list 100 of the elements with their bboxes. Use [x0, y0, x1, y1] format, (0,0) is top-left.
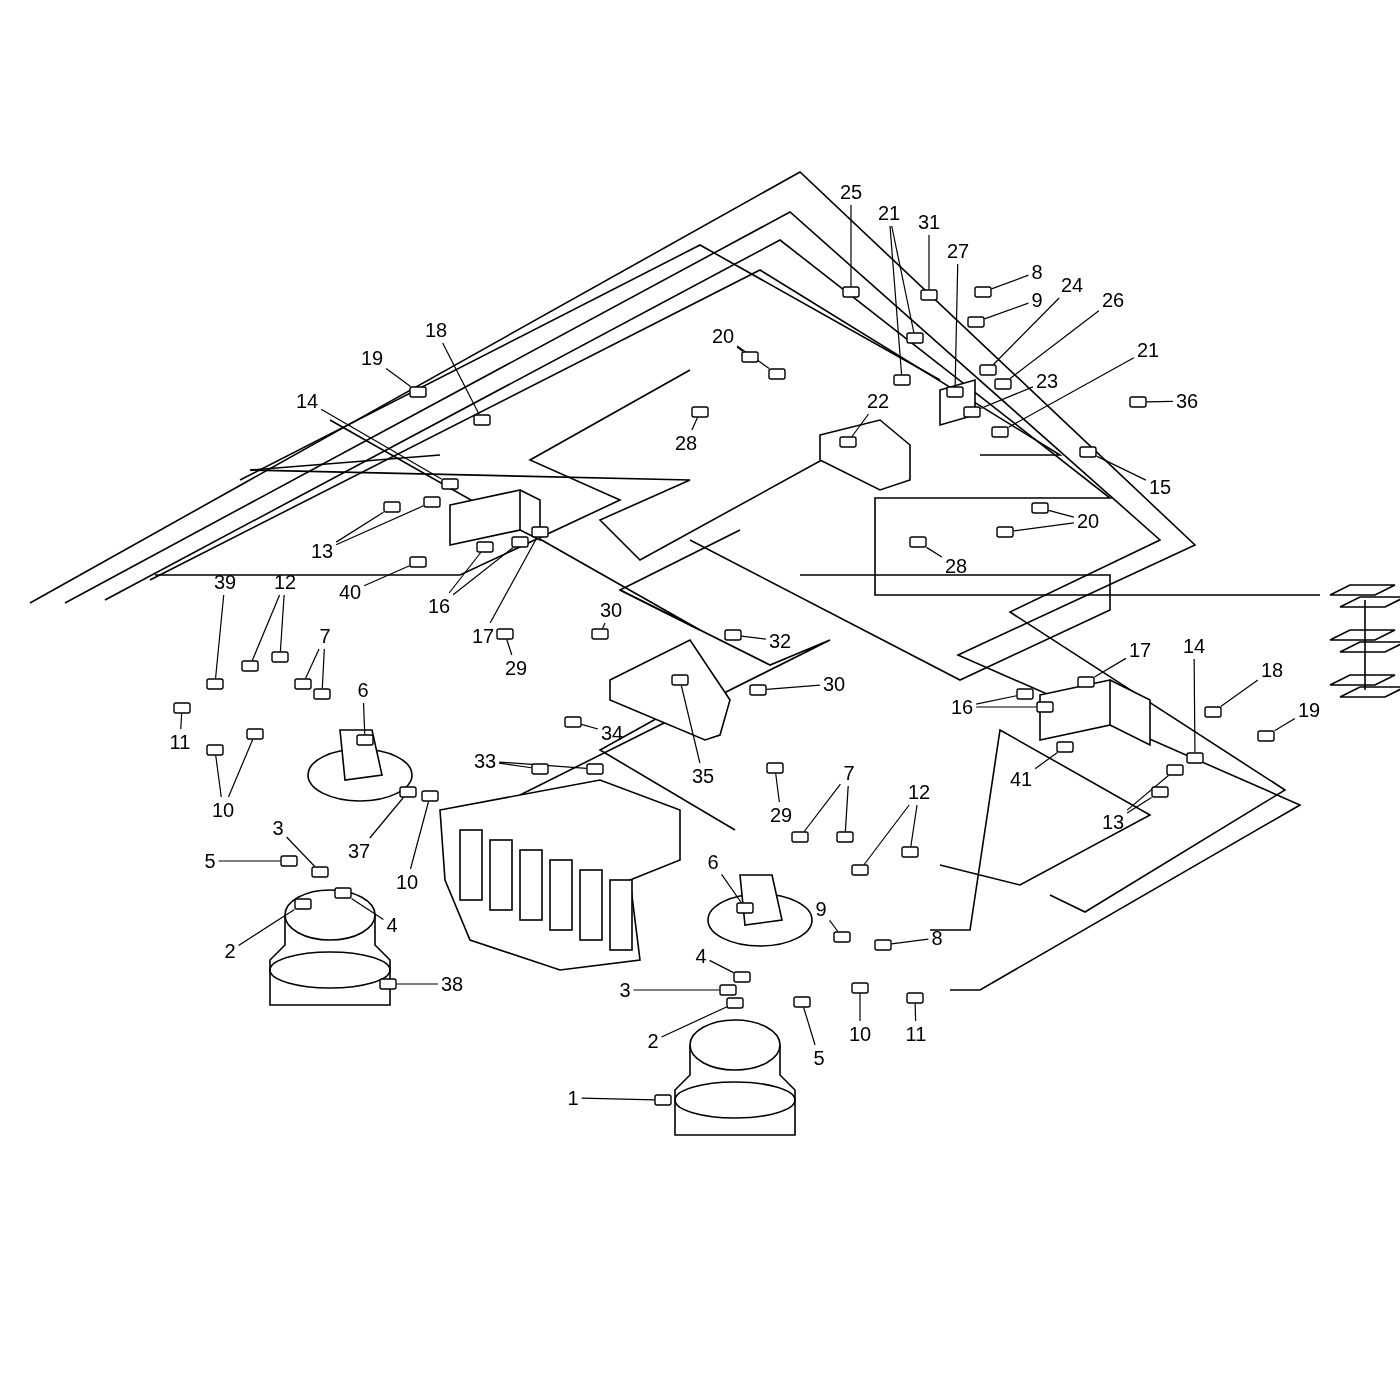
callout-number: 30 — [821, 673, 847, 695]
leader-line — [925, 546, 943, 558]
hydraulic-fitting — [991, 426, 1009, 438]
leader-line — [691, 416, 699, 431]
leader-line — [1047, 509, 1075, 518]
leader-line — [385, 367, 412, 388]
leader-line — [227, 738, 254, 798]
hydraulic-fitting — [1129, 396, 1147, 408]
callout-number: 22 — [865, 390, 891, 412]
leader-line — [335, 505, 425, 546]
leader-line — [498, 761, 588, 769]
callout-number: 20 — [1075, 510, 1101, 532]
callout-number: 18 — [1259, 659, 1285, 681]
leader-line — [1093, 657, 1127, 678]
leader-line — [395, 983, 439, 985]
hydraulic-fitting — [421, 790, 439, 802]
callout-number: 37 — [346, 840, 372, 862]
hydraulic-fitting — [654, 1094, 672, 1106]
leader-line — [844, 785, 849, 833]
leader-line — [975, 706, 1038, 708]
hydraulic-fitting — [313, 688, 331, 700]
leader-line — [279, 594, 285, 653]
leader-line — [851, 413, 870, 438]
hydraulic-fitting — [979, 364, 997, 376]
hydraulic-fitting — [1204, 706, 1222, 718]
hydraulic-fitting — [909, 536, 927, 548]
hydraulic-fitting — [833, 931, 851, 943]
leader-line — [680, 684, 701, 764]
hydraulic-fitting — [719, 984, 737, 996]
callout-number: 19 — [1296, 699, 1322, 721]
leader-line — [928, 234, 930, 291]
leader-line — [498, 762, 533, 769]
leader-line — [285, 836, 316, 868]
hydraulic-fitting — [874, 939, 892, 951]
leader-line — [580, 723, 599, 730]
callout-number: 31 — [916, 211, 942, 233]
leader-line — [350, 897, 385, 920]
leader-line — [990, 274, 1030, 290]
leader-line — [1193, 658, 1196, 754]
callout-number: 9 — [814, 898, 828, 920]
leader-line — [601, 622, 606, 630]
leader-line — [850, 204, 852, 288]
hydraulic-fitting — [793, 996, 811, 1008]
hydraulic-fitting — [409, 386, 427, 398]
hydraulic-fitting — [691, 406, 709, 418]
hydraulic-fitting — [1036, 701, 1054, 713]
leader-line — [321, 648, 325, 690]
callout-number: 17 — [1127, 639, 1153, 661]
callout-number: 8 — [1030, 261, 1044, 283]
hydraulic-fitting — [1016, 688, 1034, 700]
callout-number: 32 — [767, 630, 793, 652]
hydraulic-fitting — [241, 660, 259, 672]
hydraulic-fitting — [1257, 730, 1275, 742]
callout-number: 21 — [876, 202, 902, 224]
callout-number: 16 — [949, 696, 975, 718]
hydraulic-fitting — [1056, 741, 1074, 753]
callout-number: 38 — [439, 973, 465, 995]
callout-number: 39 — [212, 571, 238, 593]
leader-line — [1034, 751, 1059, 770]
hydraulic-fitting — [531, 526, 549, 538]
callout-number: 29 — [503, 657, 529, 679]
leader-line — [803, 783, 842, 833]
leader-line — [720, 873, 742, 904]
hydraulic-fitting — [586, 763, 604, 775]
leader-line — [979, 386, 1034, 410]
leader-line — [215, 754, 222, 798]
callout-number: 11 — [904, 1023, 928, 1045]
hydraulic-fitting — [967, 316, 985, 328]
callout-number: 7 — [842, 762, 856, 784]
callout-number: 19 — [359, 347, 385, 369]
hydraulic-fitting — [946, 386, 964, 398]
hydraulic-fitting — [399, 786, 417, 798]
callout-number: 12 — [272, 571, 298, 593]
hydraulic-fitting — [749, 684, 767, 696]
callout-number: 17 — [470, 625, 496, 647]
hydraulic-fitting — [741, 351, 759, 363]
leader-line — [369, 796, 405, 839]
callout-number: 14 — [1181, 635, 1207, 657]
hydraulic-fitting — [974, 286, 992, 298]
leader-line — [660, 1006, 728, 1038]
callout-number: 5 — [812, 1047, 826, 1069]
hydraulic-fitting — [1151, 786, 1169, 798]
callout-number: 27 — [945, 240, 971, 262]
callout-number: 1 — [566, 1087, 580, 1109]
callout-number: 18 — [423, 319, 449, 341]
callout-number: 14 — [294, 390, 320, 412]
hydraulic-fitting — [724, 629, 742, 641]
callout-number: 33 — [472, 750, 498, 772]
leader-line — [992, 297, 1060, 366]
callout-number: 11 — [168, 731, 192, 753]
hydraulic-fitting — [441, 478, 459, 490]
hydraulic-fitting — [511, 536, 529, 548]
hydraulic-fitting — [334, 887, 352, 899]
leader-line — [859, 992, 861, 1022]
hydraulic-fitting — [733, 971, 751, 983]
callout-number: 16 — [426, 595, 452, 617]
leader-line — [803, 1006, 816, 1046]
hydraulic-fitting — [383, 501, 401, 513]
hydraulic-fitting — [893, 374, 911, 386]
hydraulic-fitting — [356, 734, 374, 746]
